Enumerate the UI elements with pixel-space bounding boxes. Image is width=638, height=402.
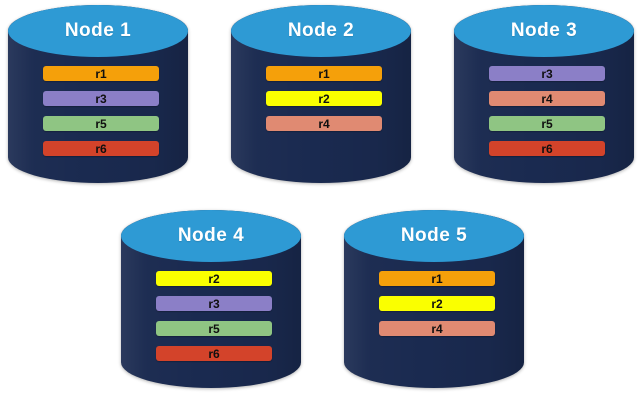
replica-bar[interactable]: r5 [156, 321, 272, 336]
replica-bar[interactable]: r3 [489, 66, 605, 81]
replica-label: r4 [541, 91, 553, 106]
node-label: Node 3 [510, 20, 578, 41]
replica-label: r2 [208, 271, 220, 286]
replica-bar[interactable]: r6 [156, 346, 272, 361]
replica-label: r2 [431, 296, 443, 311]
replica-bar[interactable]: r6 [43, 141, 159, 156]
replica-list: r1 r2 r4 [379, 271, 495, 336]
replica-bar[interactable]: r1 [266, 66, 382, 81]
replica-label: r4 [318, 116, 330, 131]
database-node[interactable]: Node 5 r1 r2 r4 [344, 210, 524, 388]
cylinder-top-ellipse: Node 2 [231, 5, 411, 57]
replica-list: r3 r4 r5 r6 [489, 66, 605, 156]
replica-bar[interactable]: r5 [43, 116, 159, 131]
replica-label: r6 [541, 141, 553, 156]
database-node[interactable]: Node 4 r2 r3 r5 r6 [121, 210, 301, 388]
replica-bar[interactable]: r1 [43, 66, 159, 81]
database-node[interactable]: Node 2 r1 r2 r4 [231, 5, 411, 183]
replica-label: r6 [95, 141, 107, 156]
node-label: Node 2 [287, 20, 355, 41]
cylinder-top-ellipse: Node 5 [344, 210, 524, 262]
cylinder-top-ellipse: Node 1 [8, 5, 188, 57]
replica-label: r3 [95, 91, 107, 106]
replica-bar[interactable]: r4 [266, 116, 382, 131]
node-label: Node 4 [177, 225, 245, 246]
replica-bar[interactable]: r5 [489, 116, 605, 131]
replica-bar[interactable]: r6 [489, 141, 605, 156]
replica-label: r1 [318, 66, 330, 81]
cylinder-top-ellipse: Node 3 [454, 5, 634, 57]
replica-label: r6 [208, 346, 220, 361]
replica-label: r5 [95, 116, 107, 131]
replica-label: r1 [95, 66, 107, 81]
replica-bar[interactable]: r3 [156, 296, 272, 311]
replica-label: r1 [431, 271, 443, 286]
replica-bar[interactable]: r1 [379, 271, 495, 286]
replica-bar[interactable]: r4 [379, 321, 495, 336]
node-label: Node 1 [64, 20, 132, 41]
replica-list: r1 r3 r5 r6 [43, 66, 159, 156]
replica-label: r5 [541, 116, 553, 131]
replica-label: r3 [541, 66, 553, 81]
replica-bar[interactable]: r2 [379, 296, 495, 311]
replica-bar[interactable]: r4 [489, 91, 605, 106]
replica-bar[interactable]: r2 [156, 271, 272, 286]
replica-label: r3 [208, 296, 220, 311]
database-node[interactable]: Node 3 r3 r4 r5 r6 [454, 5, 634, 183]
replica-label: r4 [431, 321, 443, 336]
replica-bar[interactable]: r2 [266, 91, 382, 106]
replica-bar[interactable]: r3 [43, 91, 159, 106]
replica-label: r2 [318, 91, 330, 106]
replica-list: r1 r2 r4 [266, 66, 382, 131]
node-label: Node 5 [400, 225, 468, 246]
replica-list: r2 r3 r5 r6 [156, 271, 272, 361]
database-node[interactable]: Node 1 r1 r3 r5 r6 [8, 5, 188, 183]
cylinder-top-ellipse: Node 4 [121, 210, 301, 262]
replica-label: r5 [208, 321, 220, 336]
